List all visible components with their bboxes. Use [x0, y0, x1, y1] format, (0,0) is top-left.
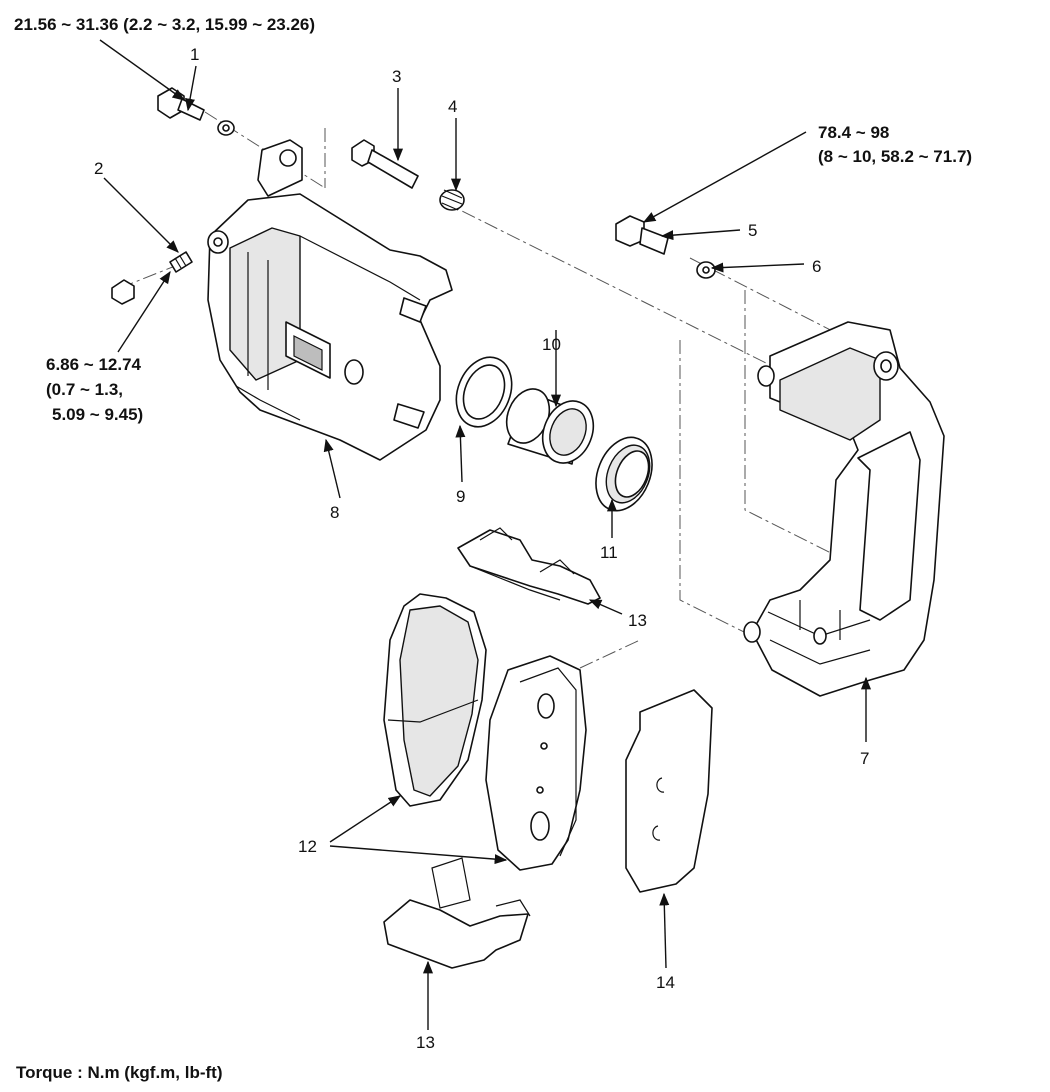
- torque-spec-bleeder-line-3: 5.09 ~ 9.45): [52, 405, 143, 424]
- part-6-washer: [696, 261, 716, 279]
- part-7-caliper-bracket: [743, 321, 945, 697]
- callout-6: 6: [812, 257, 821, 276]
- torque-spec-bleeder-line-2: (0.7 ~ 1.3,: [46, 380, 123, 399]
- callout-7: 7: [860, 749, 869, 768]
- torque-spec-bolt-5-line-1: 78.4 ~ 98: [818, 123, 889, 142]
- callout-5: 5: [748, 221, 757, 240]
- part-12-brake-pads: [383, 593, 587, 871]
- part-13-pad-retainer-upper: [457, 527, 601, 605]
- part-1-guide-rod-bolt: [157, 87, 235, 136]
- part-3-guide-pin: [351, 139, 419, 189]
- part-4-guide-pin-boot: [439, 189, 465, 211]
- callout-2: 2: [94, 159, 103, 178]
- part-5-mounting-bolt: [615, 215, 669, 255]
- callout-13-lower: 13: [416, 1033, 435, 1052]
- leader-lines: [99, 39, 872, 1030]
- part-11-piston-boot: [595, 436, 653, 512]
- torque-units-legend: Torque : N.m (kgf.m, lb-ft): [16, 1063, 223, 1082]
- callout-11: 11: [600, 543, 618, 562]
- part-14-pad-shim: [625, 689, 713, 893]
- callout-14: 14: [656, 973, 675, 992]
- part-8-caliper-body: [207, 139, 453, 461]
- part-10-piston: [505, 388, 595, 465]
- callout-13-upper: 13: [628, 611, 647, 630]
- part-9-piston-seal: [455, 356, 513, 428]
- callout-4: 4: [448, 97, 457, 116]
- part-2-bleeder-screw: [111, 251, 193, 305]
- callout-10: 10: [542, 335, 561, 354]
- callout-8: 8: [330, 503, 339, 522]
- torque-spec-bolt-1: 21.56 ~ 31.36 (2.2 ~ 3.2, 15.99 ~ 23.26): [14, 15, 315, 34]
- callout-3: 3: [392, 67, 401, 86]
- torque-spec-bolt-5-line-2: (8 ~ 10, 58.2 ~ 71.7): [818, 147, 972, 166]
- part-13-pad-retainer-lower: [383, 857, 531, 969]
- callout-12: 12: [298, 837, 317, 856]
- torque-spec-bleeder-line-1: 6.86 ~ 12.74: [46, 355, 142, 374]
- callout-9: 9: [456, 487, 465, 506]
- callout-1: 1: [190, 45, 199, 64]
